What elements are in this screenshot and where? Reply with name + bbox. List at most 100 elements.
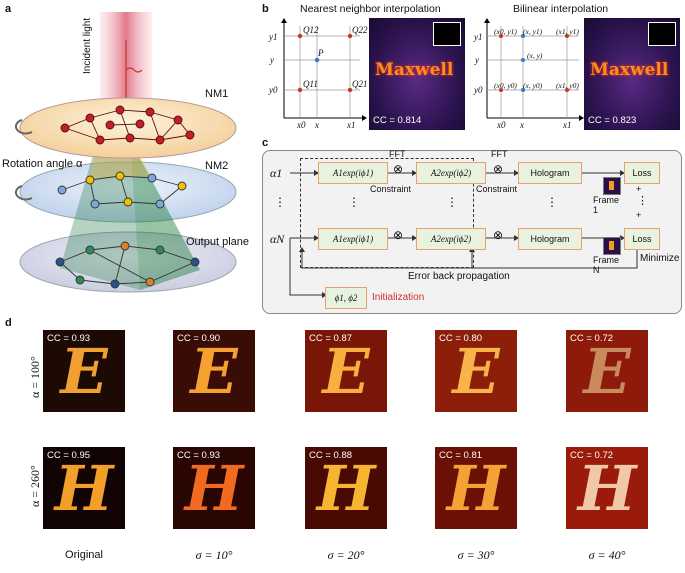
hologram-box-top: Hologram	[518, 162, 582, 184]
letter-e: E	[583, 334, 631, 408]
cc-value: CC = 0.87	[309, 333, 353, 344]
bilinear-result-image: Maxwell CC = 0.823	[584, 18, 680, 130]
bl-x1: x1	[563, 120, 572, 130]
thumbnail-inset	[648, 22, 676, 46]
letter-e: E	[190, 334, 238, 408]
letter-h: H	[446, 451, 506, 525]
alpha-n-label: αN	[270, 232, 285, 246]
letter-h: H	[54, 451, 114, 525]
nn-x0: x0	[297, 120, 306, 130]
nn-y0: y0	[269, 85, 278, 95]
output-plane-label: Output plane	[186, 236, 249, 248]
otimes-icon: ⊗	[393, 162, 404, 176]
plus-sign: +	[636, 184, 642, 194]
letter-e: E	[60, 334, 108, 408]
ellipsis-label: ⋮	[274, 195, 286, 209]
cc-value: CC = 0.81	[439, 450, 483, 461]
ellipsis-label: ⋮	[446, 195, 458, 209]
nn-q11: Q11	[303, 79, 318, 89]
bilinear-title: Bilinear interpolation	[513, 3, 609, 15]
fft-label: FFT	[389, 149, 406, 159]
row-label-alpha-100: α = 100°	[28, 356, 42, 398]
nn-q12: Q12	[303, 25, 319, 35]
result-image-row2-sigma20: H CC = 0.88	[305, 447, 387, 529]
nm2-label: NM2	[205, 160, 229, 172]
cc-value: CC = 0.95	[47, 450, 91, 461]
minimize-label: Minimize	[640, 253, 680, 264]
letter-e: E	[452, 334, 500, 408]
bl-x0y1: (x0, y1)	[494, 27, 517, 36]
phi-init-box: ϕ1, ϕ2	[325, 287, 367, 309]
otimes-icon: ⊗	[493, 228, 504, 242]
row-label-alpha-260: α = 260°	[28, 465, 42, 507]
nn-y1: y1	[269, 32, 278, 42]
nearest-neighbor-title: Nearest neighbor interpolation	[300, 3, 441, 15]
panel-label-b: b	[262, 3, 269, 15]
maxwell-text: Maxwell	[590, 60, 669, 80]
nn-x: x	[315, 120, 319, 130]
cc-value: CC = 0.72	[570, 450, 614, 461]
nn-y: y	[270, 55, 274, 65]
nm2-network	[57, 171, 187, 209]
col-label-original: Original	[65, 549, 103, 561]
rotation-angle-label: Rotation angle α	[2, 158, 83, 170]
frame-1-thumbnail	[603, 177, 621, 195]
frame-n-label: Frame N	[593, 255, 620, 275]
nn-q22: Q22	[352, 25, 368, 35]
hologram-box-bottom: Hologram	[518, 228, 582, 250]
a2-phase-box-bottom: A2exp(iϕ2)	[416, 228, 486, 250]
result-image-row1-original: E CC = 0.93	[43, 330, 125, 412]
bl-x1y0: (x1, y0)	[556, 81, 579, 90]
result-image-row2-original: H CC = 0.95	[43, 447, 125, 529]
col-label-sigma20: σ = 20°	[327, 548, 365, 562]
panel-label-c: c	[262, 137, 269, 149]
bl-x: x	[520, 120, 524, 130]
result-image-row1-sigma40: E CC = 0.72	[566, 330, 648, 412]
otimes-icon: ⊗	[393, 228, 404, 242]
nearest-neighbor-grid	[281, 18, 367, 121]
otimes-icon: ⊗	[493, 162, 504, 176]
bl-x0y0: (x0, y0)	[494, 81, 517, 90]
bl-x0: x0	[497, 120, 506, 130]
cc-value: CC = 0.90	[177, 333, 221, 344]
nm1-network	[60, 105, 195, 145]
wave-icon	[125, 67, 143, 73]
thumbnail-inset	[433, 22, 461, 46]
frame-1-label: Frame 1	[593, 195, 620, 215]
result-image-row1-sigma10: E CC = 0.90	[173, 330, 255, 412]
letter-h: H	[184, 451, 244, 525]
nm2-disk	[19, 161, 237, 223]
bl-y: y	[475, 55, 479, 65]
bl-y1: y1	[474, 32, 483, 42]
result-image-row2-sigma40: H CC = 0.72	[566, 447, 648, 529]
nearest-neighbor-result-image: Maxwell CC = 0.814	[369, 18, 465, 130]
col-label-sigma40: σ = 40°	[588, 548, 626, 562]
bl-xy: (x, y)	[527, 51, 543, 60]
fft-label: FFT	[491, 149, 508, 159]
output-plane-disk	[19, 231, 237, 293]
nm1-disk	[19, 97, 237, 159]
nn-q21: Q21	[352, 79, 368, 89]
constraint-label: Constraint	[370, 184, 412, 194]
bl-y0: y0	[474, 85, 483, 95]
result-image-row2-sigma10: H CC = 0.93	[173, 447, 255, 529]
result-image-row1-sigma30: E CC = 0.80	[435, 330, 517, 412]
a2-phase-box-top: A2exp(iϕ2)	[416, 162, 486, 184]
panel-label-a: a	[5, 3, 12, 15]
cc-value: CC = 0.72	[570, 333, 614, 344]
nn-x1: x1	[347, 120, 356, 130]
rotation-arrow-icon	[15, 119, 33, 135]
loss-box-bottom: Loss	[624, 228, 660, 250]
a1-phase-box-bottom: A1exp(iϕ1)	[318, 228, 388, 250]
incident-light-label: Incident light	[82, 17, 93, 74]
output-network	[55, 241, 200, 289]
result-image-row2-sigma30: H CC = 0.81	[435, 447, 517, 529]
a1-phase-box-top: A1exp(iϕ1)	[318, 162, 388, 184]
letter-e: E	[322, 334, 370, 408]
alpha-1-label: α1	[270, 166, 283, 180]
cc-value: CC = 0.823	[588, 115, 637, 126]
bl-x1y1: (x1, y1)	[556, 27, 579, 36]
initialization-label: Initialization	[372, 292, 425, 303]
maxwell-text: Maxwell	[375, 60, 454, 80]
plus-sign: +	[636, 210, 642, 220]
